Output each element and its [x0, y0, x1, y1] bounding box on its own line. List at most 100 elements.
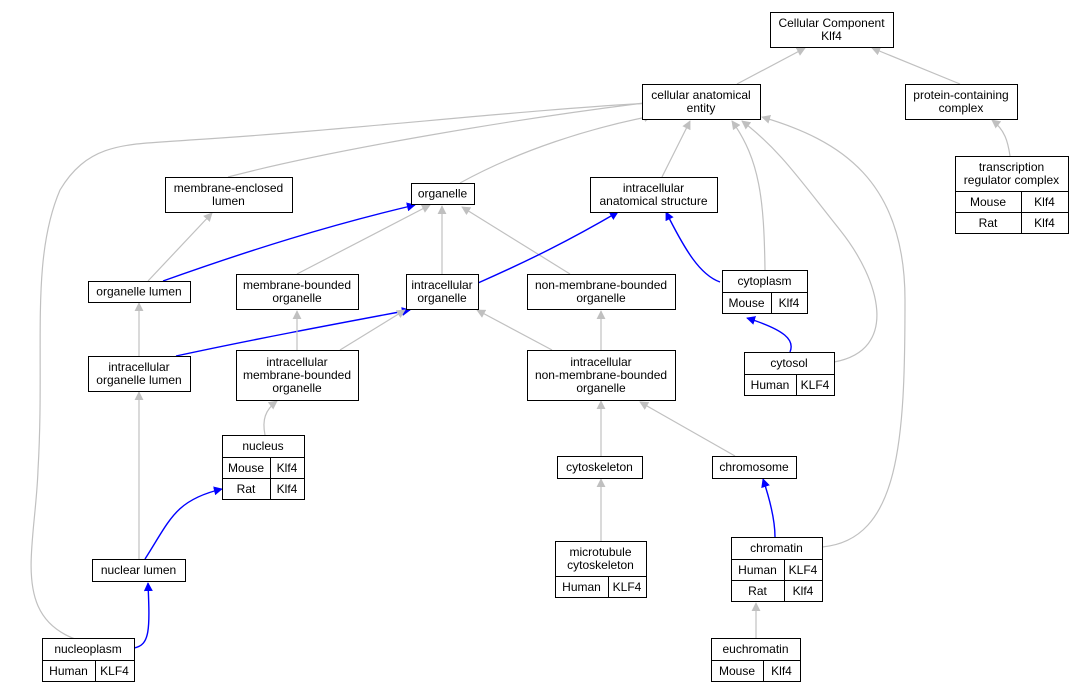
- node-inmbo[interactable]: intracellularnon-membrane-boundedorganel…: [527, 350, 676, 401]
- gene-label: KLF4: [100, 664, 129, 678]
- edge-pcc-to-cc: [871, 46, 961, 85]
- gene-label: Klf4: [277, 482, 298, 496]
- node-label-box: [88, 356, 191, 392]
- node-label-line: microtubule: [569, 545, 631, 559]
- node-label-line: chromatin: [750, 541, 803, 555]
- gene-label: Klf4: [1034, 216, 1055, 230]
- node-label-box: [92, 559, 186, 582]
- gene-label: Klf4: [1034, 195, 1055, 209]
- edge-chrt-to-chr: [761, 478, 776, 538]
- gene-cell: [608, 576, 647, 598]
- node-label-line: intracellular: [623, 181, 684, 195]
- species-row: Human KLF4: [555, 576, 647, 598]
- edge-mel-to-cae: [227, 98, 653, 178]
- edge-chrt-to-cae: [761, 114, 906, 548]
- edge-io-to-ias: [477, 211, 619, 284]
- edge-np-to-cae: [30, 98, 653, 649]
- gene-label: KLF4: [613, 580, 642, 594]
- edge-inmbo-to-io: [476, 309, 553, 351]
- node-label-box: [527, 350, 676, 401]
- node-label-line: cytoplasm: [737, 274, 791, 288]
- species-label: Human: [562, 580, 601, 594]
- node-label-line: organelle: [272, 291, 322, 305]
- edge-org-to-cae: [459, 113, 653, 184]
- species-label: Mouse: [228, 461, 264, 475]
- node-label-line: organelle lumen: [96, 285, 181, 299]
- node-label-line: entity: [687, 101, 716, 115]
- node-label-line: non-membrane-bounded: [535, 368, 667, 382]
- node-org[interactable]: organelle: [411, 183, 475, 205]
- node-label-box: [905, 84, 1018, 120]
- node-label-box: [642, 84, 761, 120]
- node-label-box: [236, 274, 359, 310]
- edge-iol-to-io: [175, 307, 411, 357]
- node-label-line: protein-containing: [913, 88, 1008, 102]
- gene-cell: [95, 660, 135, 682]
- node-chr[interactable]: chromosome: [712, 456, 797, 479]
- gene-cell: [784, 580, 823, 602]
- node-label-box: [712, 456, 797, 479]
- node-label-line: organelle: [576, 291, 626, 305]
- node-label-box: [406, 274, 479, 310]
- node-label-box: [88, 281, 191, 303]
- edge-layer: [30, 46, 1011, 649]
- node-nl[interactable]: nuclear lumen: [92, 559, 186, 582]
- gene-cell: [771, 292, 808, 314]
- gene-label: Klf4: [277, 461, 298, 475]
- node-label-line: nuclear lumen: [101, 563, 176, 577]
- node-label-line: Klf4: [821, 29, 842, 43]
- node-label-box: [555, 541, 647, 577]
- node-label-line: intracellular: [266, 355, 327, 369]
- node-ol[interactable]: organelle lumen: [88, 281, 191, 303]
- gene-label: Klf4: [771, 664, 792, 678]
- edge-np-to-nl: [133, 582, 153, 649]
- node-csk[interactable]: cytoskeleton: [557, 456, 643, 479]
- node-label-box: [590, 177, 718, 213]
- node-label-line: intracellular: [108, 360, 169, 374]
- edge-ol-to-org: [162, 202, 416, 282]
- node-label-line: organelle lumen: [96, 373, 181, 387]
- node-label-box: [165, 177, 293, 213]
- species-label: Human: [738, 563, 777, 577]
- node-label-line: cytoskeleton: [566, 460, 633, 474]
- node-label-line: organelle: [417, 291, 467, 305]
- gene-label: Klf4: [793, 584, 814, 598]
- species-label: Human: [751, 378, 790, 392]
- node-label-line: complex: [939, 101, 984, 115]
- edge-nuc-to-imbo: [263, 400, 278, 436]
- node-label-line: Cellular Component: [778, 16, 885, 30]
- node-label-line: membrane-bounded: [243, 368, 351, 382]
- node-label-line: transcription: [979, 160, 1044, 174]
- edge-nmbo-to-org: [461, 206, 571, 275]
- node-label-line: organelle: [576, 381, 626, 395]
- edge-cyto-to-ias: [665, 211, 721, 283]
- node-label-line: nucleoplasm: [54, 642, 121, 656]
- node-label-line: euchromatin: [722, 642, 788, 656]
- node-label-line: nucleus: [242, 439, 283, 453]
